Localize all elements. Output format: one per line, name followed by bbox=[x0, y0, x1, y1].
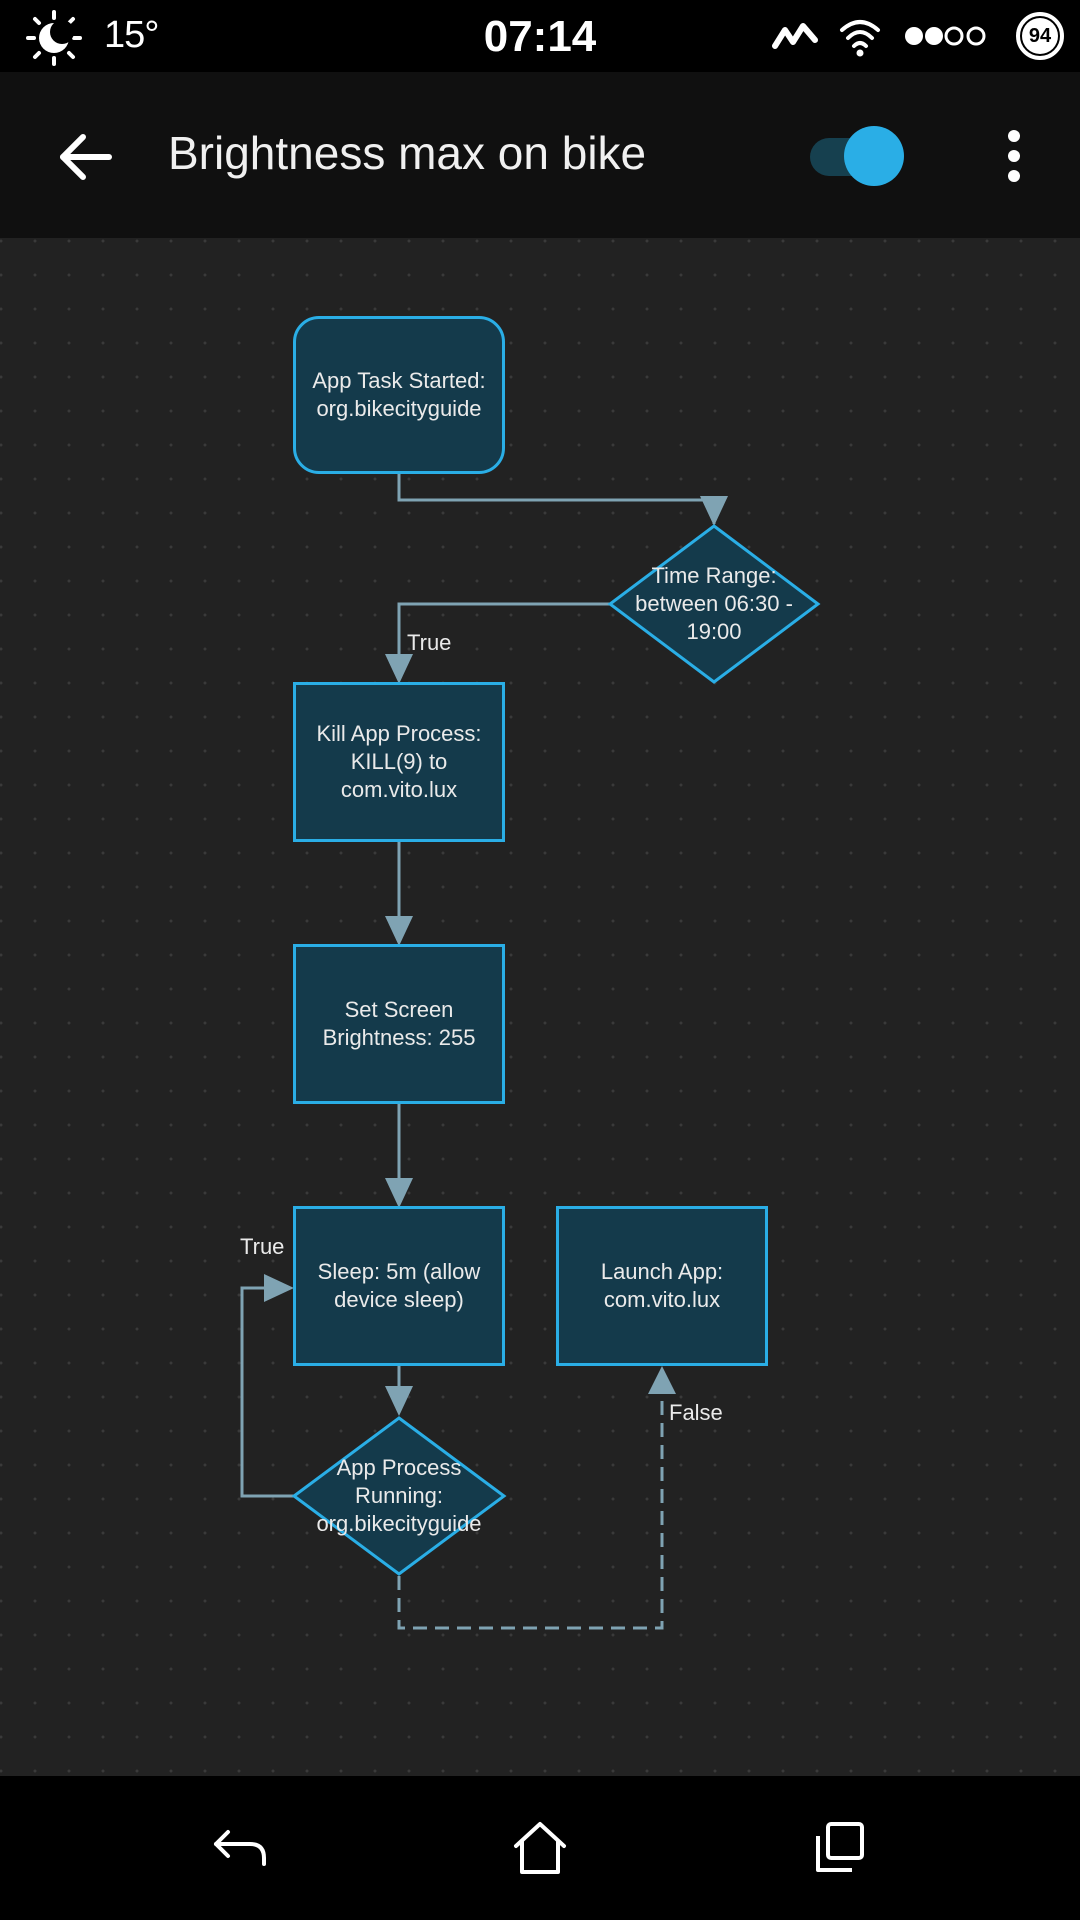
arrowhead bbox=[385, 916, 413, 946]
nav-back-button[interactable] bbox=[200, 1812, 280, 1884]
more-vertical-icon bbox=[1008, 130, 1020, 142]
back-button[interactable] bbox=[40, 112, 130, 202]
arrowhead bbox=[648, 1366, 676, 1394]
battery-level: 94 bbox=[1022, 18, 1058, 54]
set-brightness-node-label: Set Screen Brightness: 255 bbox=[322, 997, 476, 1050]
toggle-thumb bbox=[844, 126, 904, 186]
signal-dots-icon bbox=[905, 26, 986, 46]
weather-night-icon bbox=[26, 10, 82, 66]
edge-trigger-to-timerange bbox=[397, 474, 716, 524]
wifi-icon bbox=[840, 20, 880, 57]
edge-label-true-loop: True bbox=[240, 1234, 285, 1259]
navigation-bar bbox=[0, 1776, 1080, 1920]
flow-canvas[interactable]: App Task Started: org.bikecityguide Time… bbox=[0, 238, 1080, 1776]
nav-recents-icon bbox=[816, 1822, 864, 1872]
arrowhead bbox=[385, 654, 413, 684]
edge-label-false: False bbox=[669, 1400, 723, 1425]
trigger-node-label: App Task Started: org.bikecityguide bbox=[312, 368, 486, 421]
flow-connectors bbox=[240, 474, 821, 1630]
page-title: Brightness max on bike bbox=[168, 127, 647, 179]
clock: 07:14 bbox=[483, 12, 597, 61]
arrowhead bbox=[700, 496, 728, 526]
back-arrow-icon bbox=[60, 134, 112, 180]
status-bar: 15° 07:14 94 bbox=[0, 0, 1080, 72]
sleep-node-label: Sleep: 5m (allow device sleep) bbox=[317, 1259, 481, 1312]
edge-label-true: True bbox=[407, 630, 452, 655]
edge-timerange-to-kill bbox=[397, 602, 610, 660]
trigger-node[interactable]: App Task Started: org.bikecityguide bbox=[293, 316, 505, 474]
edge-running-to-sleep bbox=[240, 1286, 295, 1498]
arrowhead bbox=[385, 1386, 413, 1416]
nav-back-icon bbox=[214, 1830, 266, 1866]
more-dot bbox=[1008, 150, 1020, 162]
nav-recents-button[interactable] bbox=[800, 1812, 880, 1884]
time-range-diamond bbox=[607, 524, 821, 684]
temperature: 15° bbox=[104, 14, 159, 56]
launch-app-node[interactable]: Launch App: com.vito.lux bbox=[556, 1206, 768, 1366]
app-running-label: App Process Running: org.bikecityguide bbox=[316, 1455, 482, 1536]
more-options-button[interactable] bbox=[982, 124, 1046, 188]
app-bar: Brightness max on bike bbox=[0, 72, 1080, 238]
nav-home-icon bbox=[514, 1822, 566, 1874]
kill-app-node-label: Kill App Process: KILL(9) to com.vito.lu… bbox=[316, 721, 482, 802]
launch-app-node-label: Launch App: com.vito.lux bbox=[600, 1259, 724, 1312]
activity-icon bbox=[772, 23, 818, 49]
battery-icon: 94 bbox=[1016, 12, 1064, 60]
app-running-diamond bbox=[291, 1416, 507, 1576]
set-brightness-node[interactable]: Set Screen Brightness: 255 bbox=[293, 944, 505, 1104]
arrowhead bbox=[264, 1274, 294, 1302]
more-dot bbox=[1008, 170, 1020, 182]
enable-toggle[interactable] bbox=[806, 126, 906, 186]
kill-app-node[interactable]: Kill App Process: KILL(9) to com.vito.lu… bbox=[293, 682, 505, 842]
edge-running-to-launch bbox=[397, 1388, 664, 1630]
nav-home-button[interactable] bbox=[500, 1812, 580, 1884]
sleep-node[interactable]: Sleep: 5m (allow device sleep) bbox=[293, 1206, 505, 1366]
arrowhead bbox=[385, 1178, 413, 1208]
time-range-label: Time Range: between 06:30 - 19:00 bbox=[635, 563, 793, 644]
